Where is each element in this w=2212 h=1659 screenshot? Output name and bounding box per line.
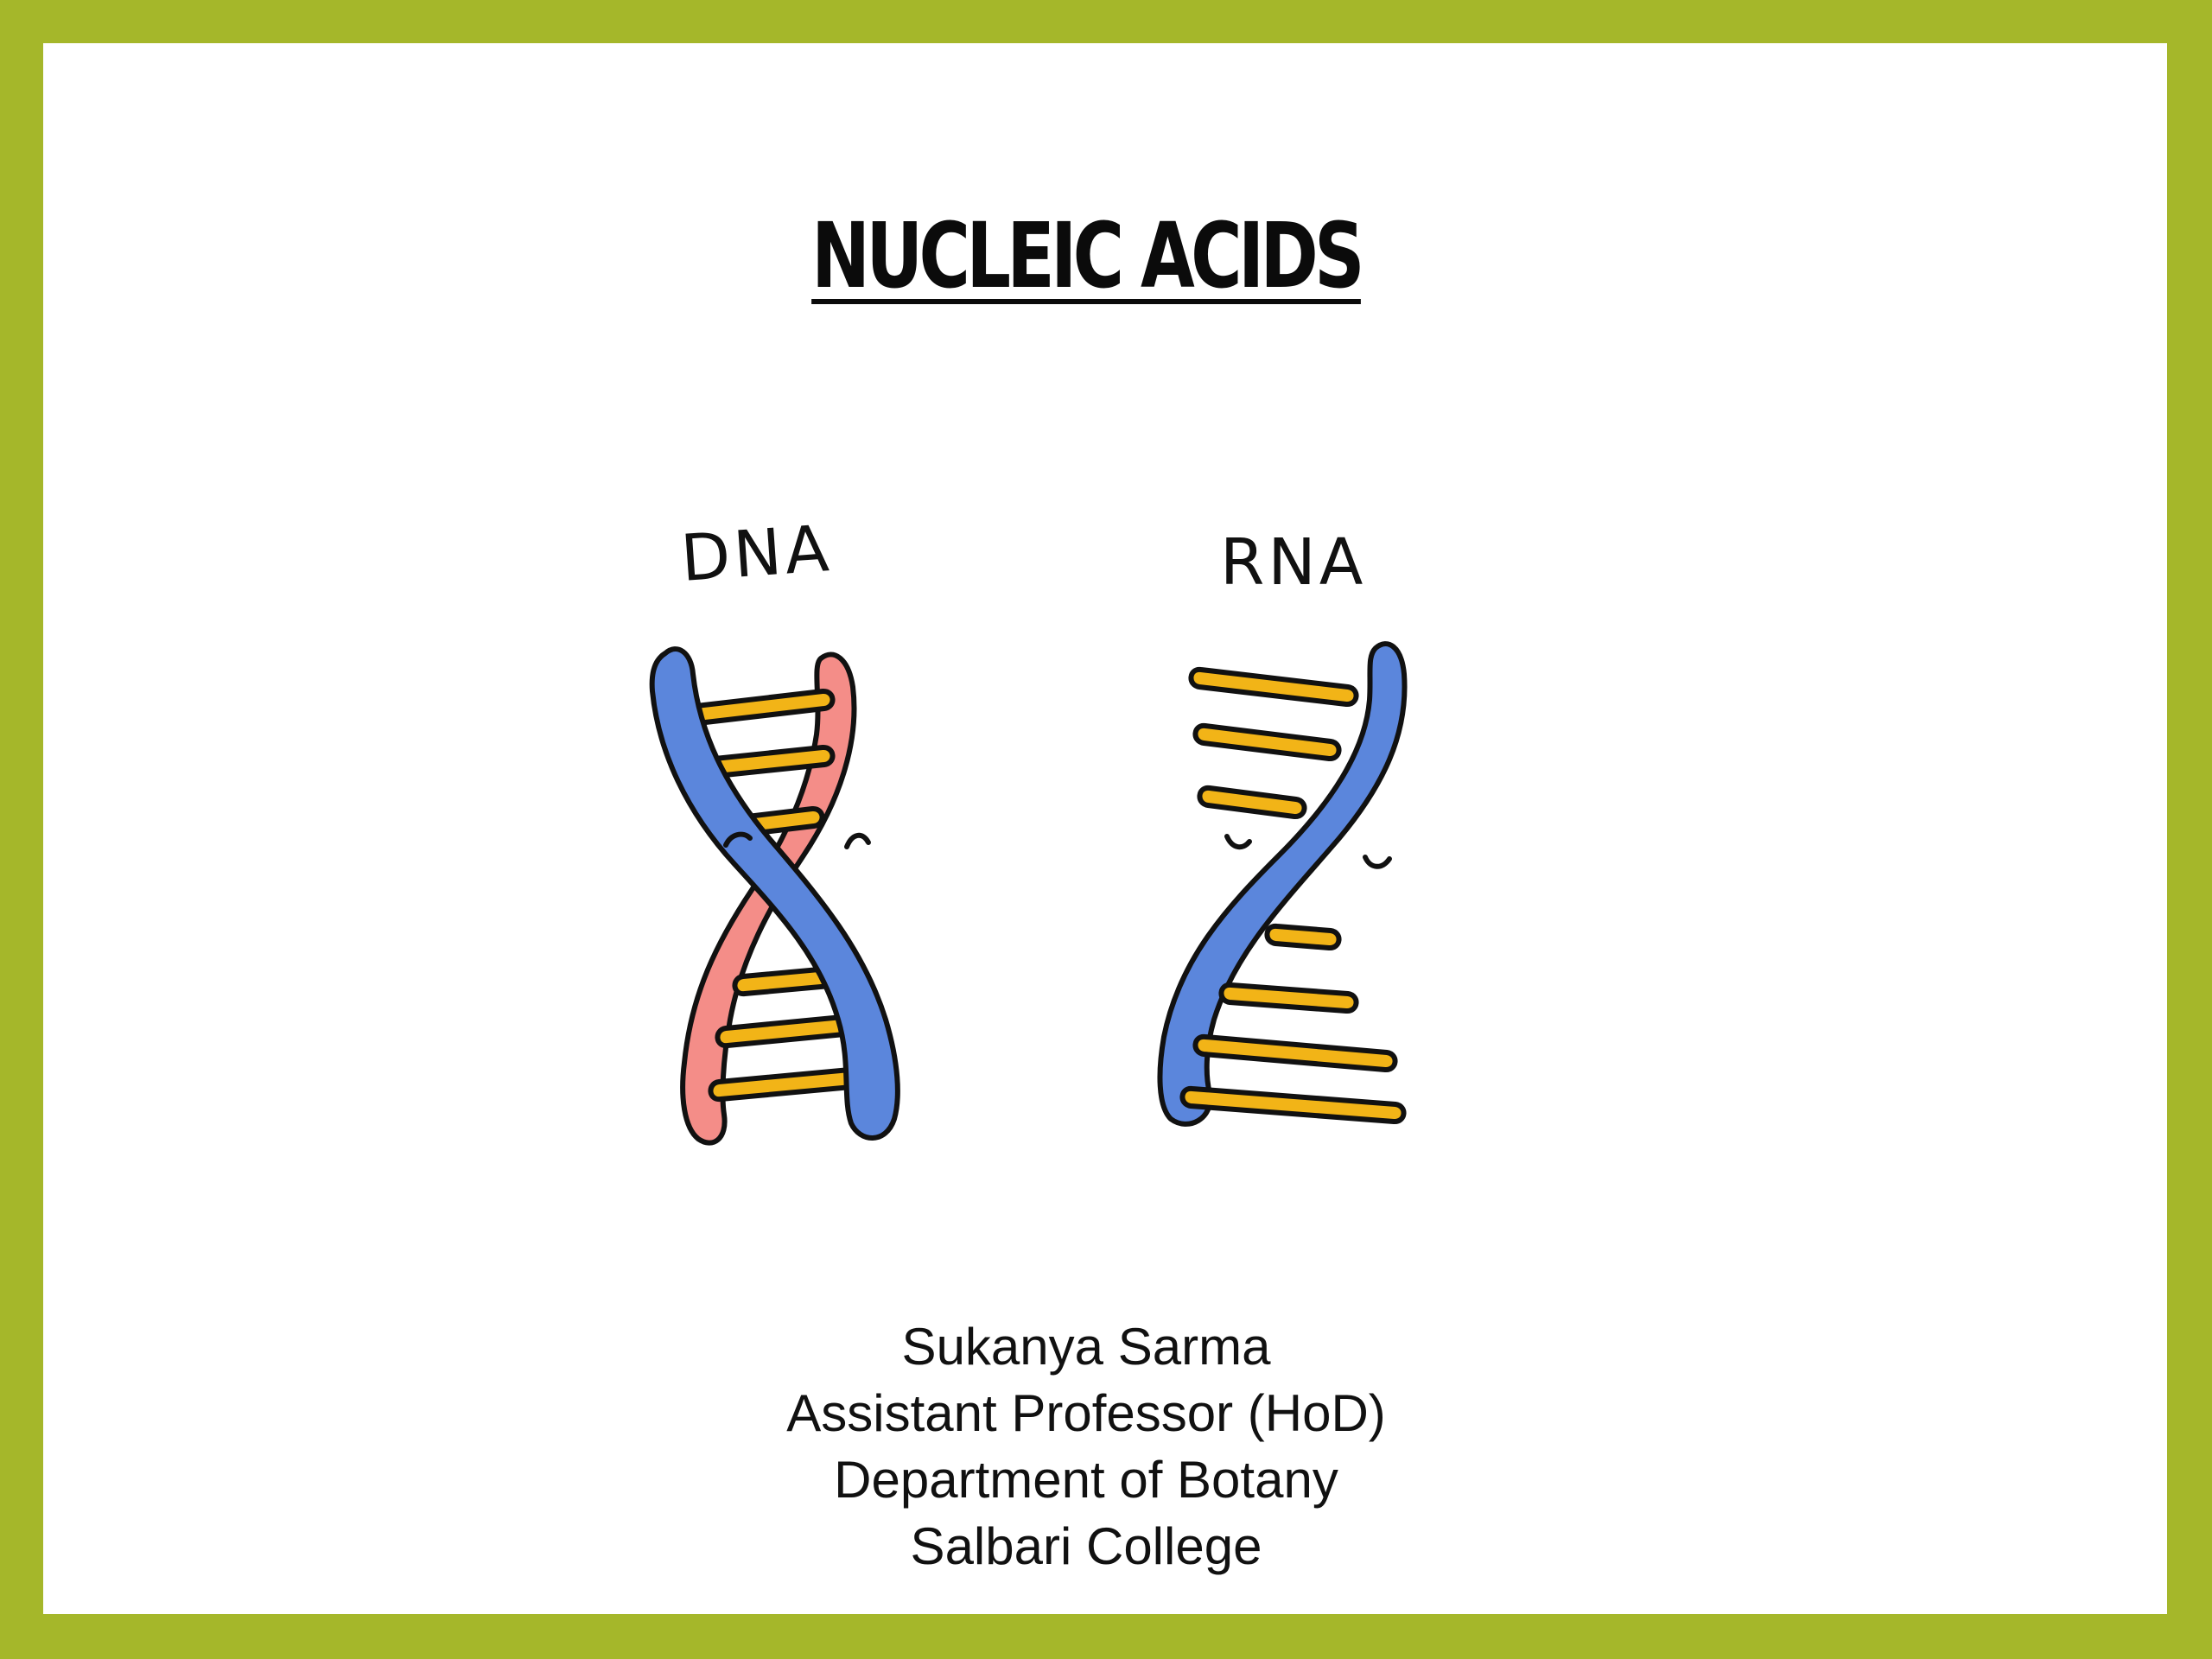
rna-mark	[1224, 834, 1252, 850]
dna-helix-icon	[649, 646, 900, 1146]
rna-base	[1197, 785, 1307, 819]
slide-title-text: NUCLEIC ACIDS	[811, 203, 1364, 308]
rna-base	[1179, 1085, 1407, 1124]
author-department: Department of Botany	[834, 1451, 1338, 1509]
dna-blue-strand	[649, 646, 900, 1141]
rna-blue-strand	[1157, 641, 1408, 1127]
dna-rna-illustration: DNA RNA	[649, 512, 1408, 1146]
rna-strand-icon	[1157, 641, 1408, 1127]
slide-content-area: NUCLEIC ACIDS DNA RNA	[43, 43, 2167, 1614]
rna-label: RNA	[1220, 525, 1366, 600]
rna-base	[1192, 722, 1342, 761]
rna-base	[1192, 1033, 1398, 1072]
author-block: Sukanya Sarma Assistant Professor (HoD) …	[24, 1313, 2148, 1580]
rna-base	[1264, 923, 1342, 950]
dna-crossing-mark	[844, 832, 871, 849]
slide-title: NUCLEIC ACIDS	[257, 203, 1914, 308]
rna-base	[1218, 982, 1359, 1014]
rna-mark	[1363, 855, 1392, 869]
author-institution: Salbari College	[910, 1517, 1262, 1575]
dna-label: DNA	[678, 512, 835, 596]
author-position: Assistant Professor (HoD)	[786, 1384, 1386, 1442]
rna-base	[1188, 666, 1359, 707]
author-name: Sukanya Sarma	[901, 1318, 1271, 1376]
dna-crossing-mark	[723, 831, 753, 848]
